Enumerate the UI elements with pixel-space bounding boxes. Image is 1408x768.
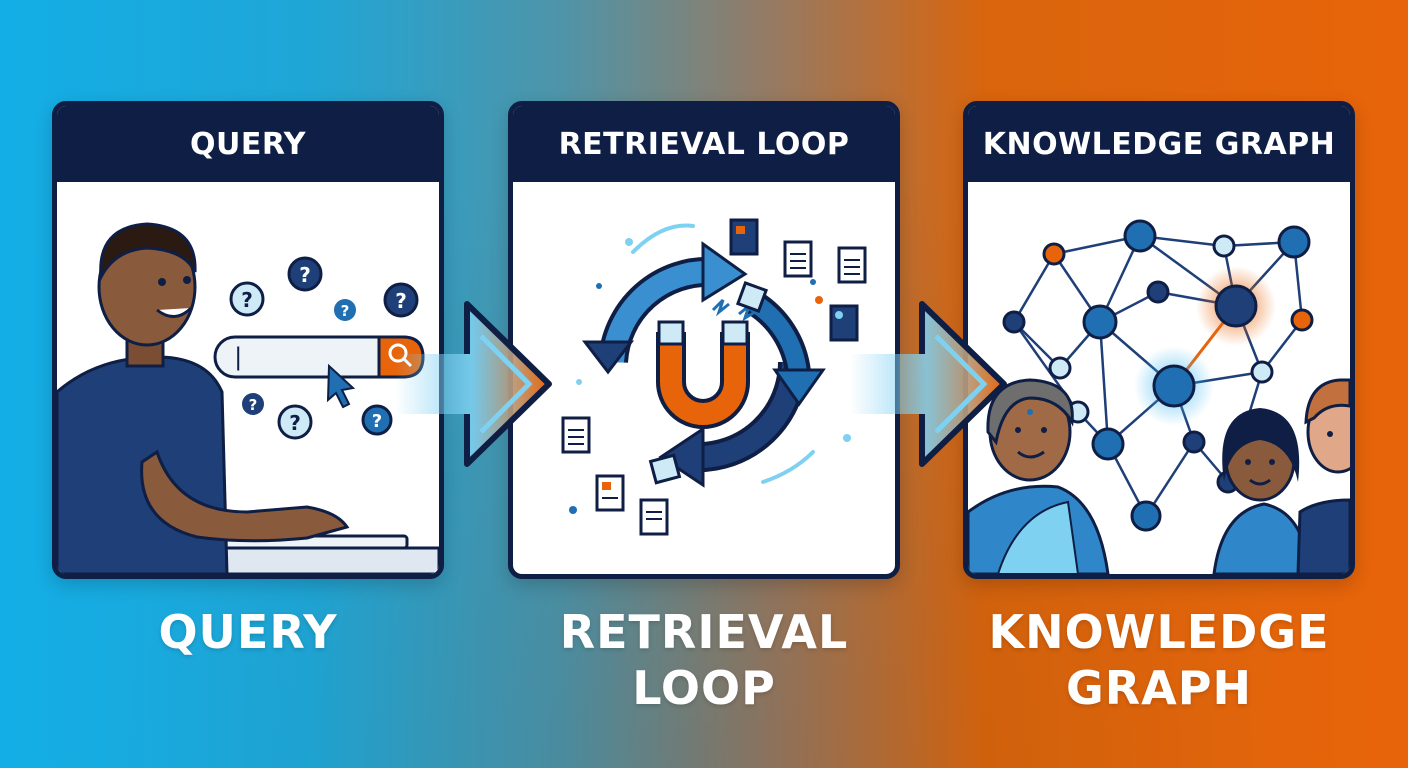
retrieval-loop-panel: RETRIEVAL LOOP [508,101,900,579]
retrieval-loop-caption: RETRIEVAL LOOP [508,604,900,716]
document-icon [595,474,625,512]
svg-text:?: ? [341,302,350,320]
retrieval-loop-caption-line-1: RETRIEVAL [559,605,849,659]
person-woman-left [968,378,1110,574]
query-illustration: | ? ? ? ? [57,182,439,574]
retrieval-loop-caption-line-2: LOOP [632,661,776,715]
question-bubble-icon: ? [229,281,265,317]
question-bubble-icon: ? [287,256,323,292]
question-bubble-icon: ? [334,299,356,321]
knowledge-graph-caption-line-1: KNOWLEDGE [988,605,1330,659]
svg-text:?: ? [372,411,382,432]
search-input-caret: | [231,343,245,371]
question-bubble-icon: ? [361,404,393,436]
right-arrow-icon [395,301,552,467]
knowledge-graph-panel: KNOWLEDGE GRAPH [963,101,1355,579]
query-caption-line-1: QUERY [158,605,338,659]
document-icon [829,304,859,342]
retrieval-illustration [513,182,895,574]
cursor-icon [326,363,356,409]
cycle-arrows-icon [581,241,826,488]
svg-text:?: ? [299,263,311,287]
question-bubble-icon: ? [383,282,419,318]
document-icon [561,416,591,454]
knowledge-graph-caption: KNOWLEDGE GRAPH [963,604,1355,716]
document-icon [783,240,813,278]
svg-text:?: ? [249,396,258,414]
right-arrow-icon [850,301,1007,467]
svg-text:?: ? [241,288,253,312]
query-caption: QUERY [52,604,444,660]
person-man-right [1296,378,1350,574]
question-bubble-icon: ? [242,393,264,415]
query-panel: QUERY | [52,101,444,579]
knowledge-graph-illustration [968,182,1350,574]
question-bubble-icon: ? [277,404,313,440]
person-hair [99,222,197,283]
query-panel-header: QUERY [57,106,439,182]
document-icon [639,498,669,536]
knowledge-graph-caption-line-2: GRAPH [1066,661,1252,715]
retrieval-loop-panel-header: RETRIEVAL LOOP [513,106,895,182]
svg-text:?: ? [289,411,301,435]
svg-text:?: ? [395,289,407,313]
person-arm [140,449,350,543]
knowledge-graph-panel-header: KNOWLEDGE GRAPH [968,106,1350,182]
magnet-icon [656,298,756,429]
document-icon [729,218,759,256]
document-icon [837,246,867,284]
